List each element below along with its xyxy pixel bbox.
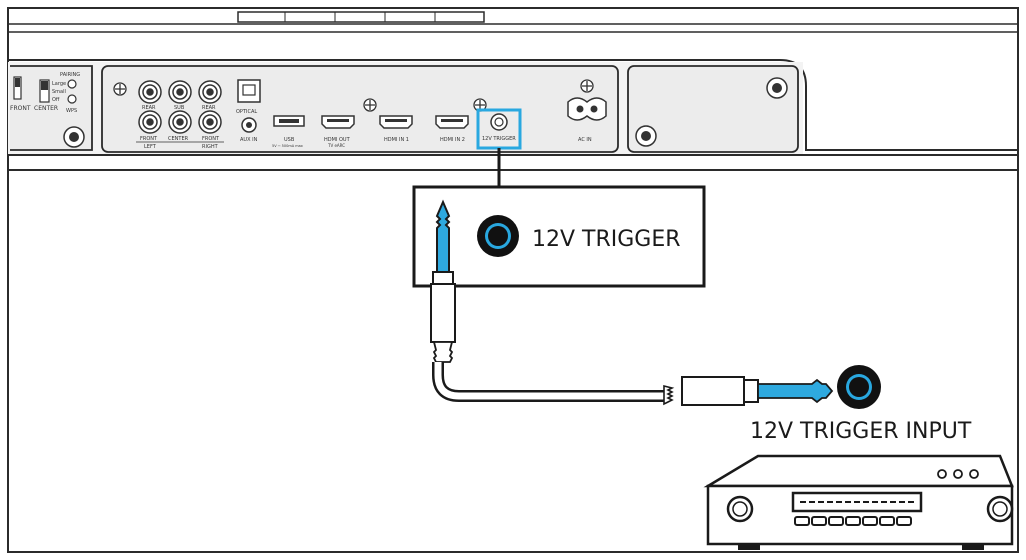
- screw-icon: [635, 125, 657, 147]
- receiver-input-jack-icon: [837, 365, 881, 409]
- pairing-label: PAIRING: [60, 72, 80, 78]
- rca-rear-left-label: REAR: [142, 105, 156, 111]
- optical-label: OPTICAL: [236, 109, 257, 115]
- trigger-port-label: 12V TRIGGER: [482, 136, 516, 142]
- aux-label: AUX IN: [240, 137, 258, 143]
- hdmi-in2-label: HDMI IN 2: [440, 137, 465, 143]
- rca-front-left-label: FRONT: [140, 136, 158, 142]
- pairing-button: [67, 79, 77, 89]
- plug-tip-icon: [757, 378, 834, 404]
- usb-sub-label: 5V ⎓ 500mA max: [272, 144, 303, 148]
- callout-label: 12V TRIGGER: [532, 227, 681, 252]
- switch-opt-large: Large: [52, 81, 66, 87]
- rca-jacks: [138, 80, 222, 134]
- rca-front-right-label: FRONT: [202, 136, 220, 142]
- screw-icon: [766, 77, 788, 99]
- optical-port: [237, 79, 261, 103]
- hdmi-in1-label: HDMI IN 1: [384, 137, 409, 143]
- aux-port: [241, 117, 257, 133]
- plug-icon: [435, 199, 451, 273]
- rca-right-group-label: RIGHT: [202, 144, 219, 150]
- volume-knob-icon: [986, 495, 1014, 523]
- ac-in-port: [567, 97, 607, 121]
- trigger-port: [490, 113, 508, 131]
- hdmi-in2-port: [435, 115, 469, 129]
- av-receiver: [703, 454, 1014, 550]
- front-switch: [13, 76, 22, 100]
- hdmi-out-label: HDMI OUT: [324, 137, 351, 143]
- switch-opt-small: Small: [52, 89, 66, 95]
- receiver-buttons: [794, 516, 912, 526]
- switch-center-label: CENTER: [34, 105, 58, 112]
- rear-panel: FRONT CENTER Large Small Off PAIRING WPS: [10, 65, 799, 153]
- jack-icon: [477, 215, 519, 257]
- trigger-callout: 12V TRIGGER: [412, 185, 706, 288]
- rca-center-label: CENTER: [168, 136, 189, 142]
- mount-cross-icon: [113, 82, 127, 96]
- hdmi-in1-port: [379, 115, 413, 129]
- wps-label: WPS: [66, 108, 77, 114]
- receiver-small-knobs: [937, 469, 979, 479]
- ac-in-label: AC IN: [578, 137, 592, 143]
- mount-cross-icon: [580, 79, 594, 93]
- screw-icon: [63, 126, 85, 148]
- usb-label: USB: [284, 137, 295, 143]
- switch-front-label: FRONT: [10, 105, 31, 112]
- rca-rear-right-label: REAR: [202, 105, 216, 111]
- rca-left-group-label: LEFT: [144, 144, 157, 150]
- hdmi-out-sub-label: TV eARC: [327, 143, 345, 148]
- volume-knob-icon: [726, 495, 754, 523]
- rca-sub-label: SUB: [174, 105, 185, 111]
- wps-button: [67, 94, 77, 104]
- switch-opt-off: Off: [52, 97, 60, 103]
- mount-cross-icon: [363, 98, 377, 112]
- hdmi-out-port: [321, 115, 355, 129]
- trigger-cable: [430, 271, 834, 406]
- center-switch: [39, 79, 50, 103]
- receiver-input-label: 12V TRIGGER INPUT: [750, 419, 972, 444]
